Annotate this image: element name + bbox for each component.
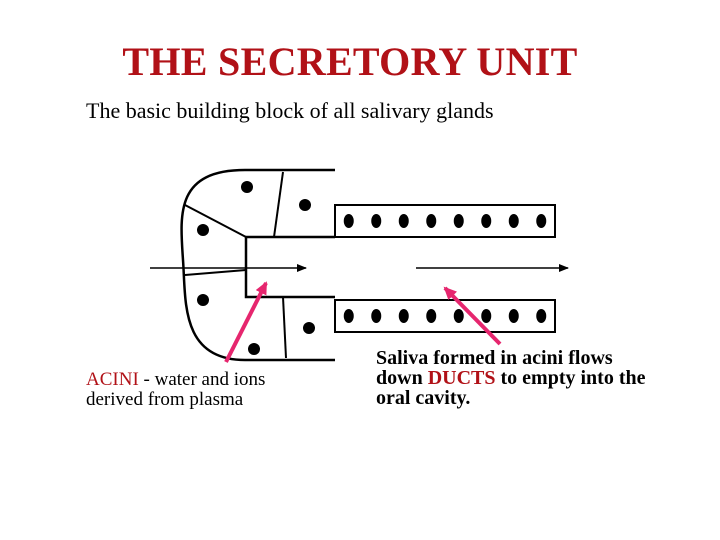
acinar-nucleus bbox=[299, 199, 311, 211]
acinar-nucleus bbox=[197, 224, 209, 236]
duct-cell-nucleus bbox=[453, 309, 464, 323]
ducts-text-line3: oral cavity. bbox=[376, 387, 471, 409]
acini-text-line1: - water and ions bbox=[138, 369, 266, 390]
duct-cell-nucleus bbox=[481, 214, 492, 228]
acinar-nucleus bbox=[241, 181, 253, 193]
duct-lower-wall bbox=[334, 299, 556, 333]
acinar-nucleus bbox=[197, 294, 209, 306]
duct-cell-nucleus bbox=[426, 309, 437, 323]
duct-cell-nucleus bbox=[426, 214, 437, 228]
acinus-outline bbox=[180, 168, 335, 362]
duct-cell-nucleus bbox=[536, 309, 547, 323]
ducts-text-line1: Saliva formed in acini flows bbox=[376, 347, 613, 369]
acinar-cell-wall bbox=[184, 269, 247, 276]
ducts-caption: Saliva formed in acini flows down DUCTS … bbox=[376, 348, 716, 408]
acini-caption: ACINI - water and ions derived from plas… bbox=[86, 370, 376, 410]
duct-cell-nucleus bbox=[343, 214, 354, 228]
acinar-nucleus bbox=[303, 322, 315, 334]
ducts-text-line2-suffix: to empty into the bbox=[495, 367, 646, 389]
duct-cell-nucleus bbox=[371, 309, 382, 323]
duct-cell-nucleus bbox=[398, 309, 409, 323]
pointer-arrow-ducts bbox=[443, 286, 502, 346]
ducts-term: DUCTS bbox=[427, 367, 496, 389]
duct-cell-nucleus bbox=[508, 214, 519, 228]
duct-cell-nucleus bbox=[371, 214, 382, 228]
ducts-text-line2-prefix: down bbox=[376, 367, 428, 389]
acinar-cell-wall bbox=[282, 296, 287, 359]
acini-text-line2: derived from plasma bbox=[86, 389, 244, 410]
pointer-arrow-acini bbox=[224, 281, 268, 363]
duct-cell-nucleus bbox=[536, 214, 547, 228]
acini-term: ACINI bbox=[86, 369, 139, 390]
acinar-cell-wall bbox=[273, 171, 284, 238]
duct-cell-nucleus bbox=[481, 309, 492, 323]
duct-cell-nucleus bbox=[453, 214, 464, 228]
duct-upper-wall bbox=[334, 204, 556, 238]
page-subtitle: The basic building block of all salivary… bbox=[86, 98, 494, 123]
lumen-outline bbox=[244, 235, 335, 299]
duct-cell-nucleus bbox=[343, 309, 354, 323]
acinar-nucleus bbox=[248, 343, 260, 355]
acinar-cell-wall bbox=[184, 204, 247, 238]
duct-cell-nucleus bbox=[508, 309, 519, 323]
page-title: THE SECRETORY UNIT bbox=[122, 39, 578, 84]
duct-cell-nucleus bbox=[398, 214, 409, 228]
